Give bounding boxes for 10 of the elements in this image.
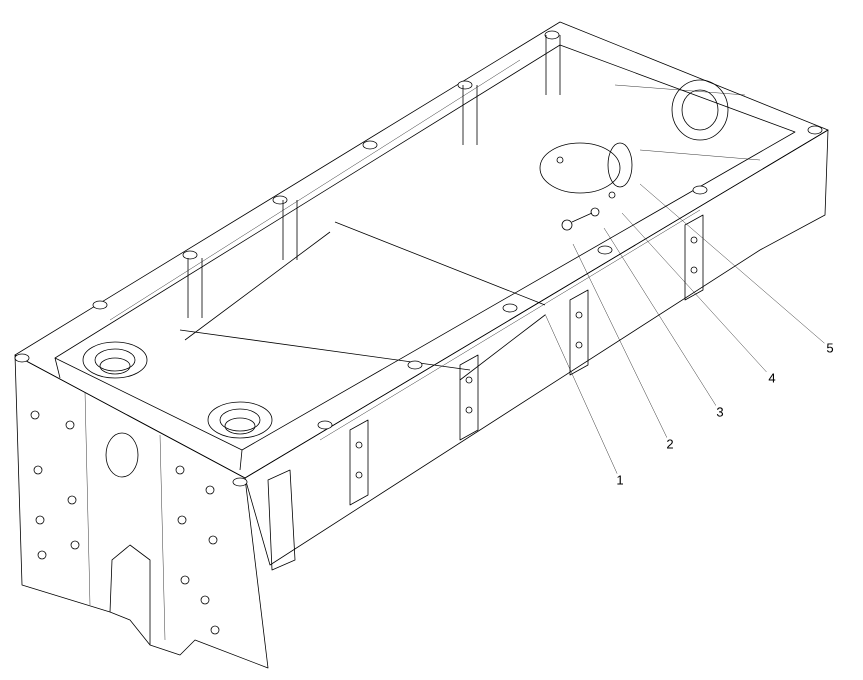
leader-line [604, 228, 716, 406]
leader-line [544, 314, 618, 474]
callout-number: 1 [617, 476, 623, 484]
leader-line [640, 184, 825, 344]
callout-number: 5 [826, 343, 834, 353]
callout-number: 3 [716, 407, 724, 417]
callout-number: 4 [768, 374, 776, 382]
callout-number: 2 [667, 439, 673, 449]
leader-line [572, 244, 668, 438]
leader-line [622, 212, 767, 372]
